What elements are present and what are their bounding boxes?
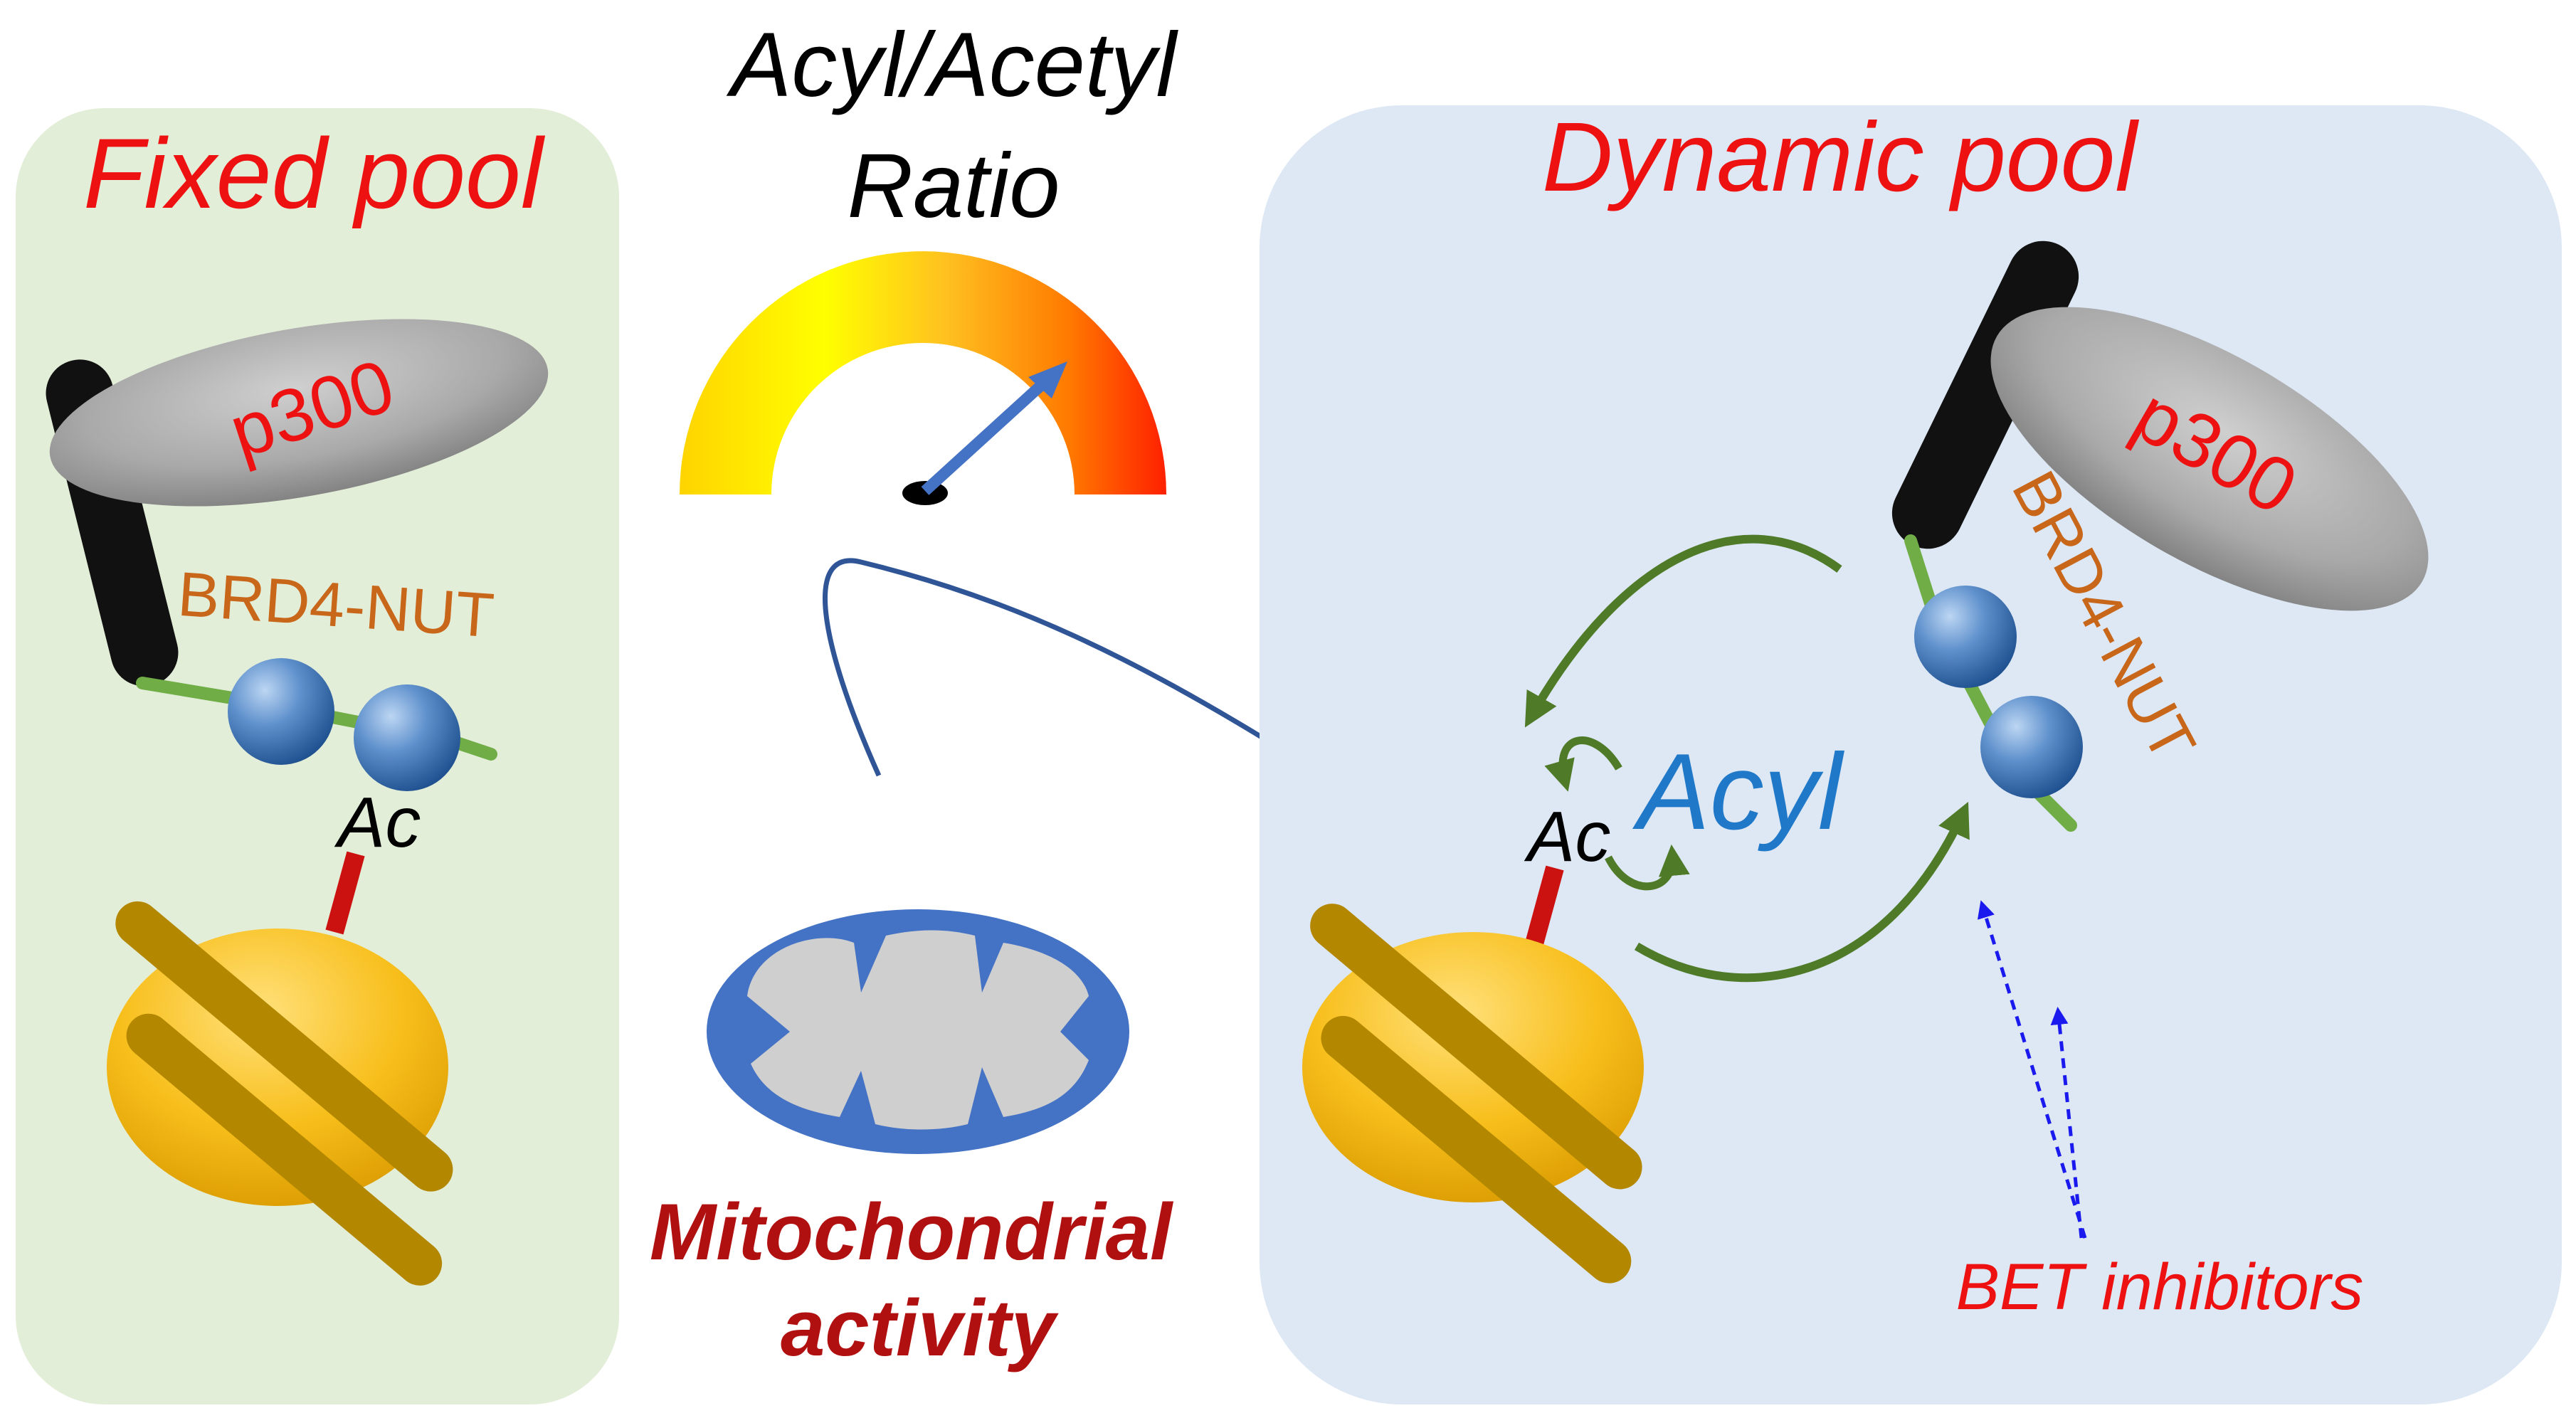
fixed-dna-band-2 xyxy=(126,1013,443,1286)
dynamic-dna-band-1 xyxy=(1310,904,1642,1190)
mito-label-line1: Mitochondrial xyxy=(650,1187,1174,1276)
fixed-pool-background xyxy=(16,108,619,1404)
ratio-title-line1: Acyl/Acetyl xyxy=(726,14,1179,116)
ratio-gauge xyxy=(680,251,1166,494)
inhibitor-arrow-2 xyxy=(2050,1007,2084,1239)
exchange-arrow-top xyxy=(1524,534,1842,728)
swap-arrow-lower xyxy=(1605,844,1690,891)
mito-label-line2: activity xyxy=(781,1284,1059,1372)
dynamic-bromodomain-1 xyxy=(1914,586,2017,688)
exchange-arrow-bottom xyxy=(1634,801,1970,983)
dynamic-bromodomain-2 xyxy=(1980,696,2083,798)
fixed-bromodomain-1 xyxy=(228,658,334,765)
dynamic-dna-band-2 xyxy=(1321,1015,1632,1284)
fixed-acetyl-stick xyxy=(325,851,365,935)
gauge-needle-tip xyxy=(1028,361,1067,398)
fixed-p300 xyxy=(49,319,549,507)
fixed-ac-label: Ac xyxy=(334,783,421,862)
ratio-title-line2: Ratio xyxy=(848,135,1060,237)
fixed-bromodomain-2 xyxy=(354,684,460,791)
ratio-flow-arrow xyxy=(822,558,1374,807)
fixed-linker xyxy=(136,677,497,761)
dynamic-pool-panel: Dynamic pool p300 BRD4-NUT Acyl Ac BET i… xyxy=(1260,102,2562,1404)
dynamic-acyl-stick xyxy=(1524,865,1564,949)
bet-inhibitors-label: BET inhibitors xyxy=(1956,1251,2364,1323)
dynamic-acyl-label: Acyl xyxy=(1632,731,1844,852)
center-section: Acyl/Acetyl Ratio Mitochondrial activity xyxy=(650,14,1374,1372)
dynamic-p300 xyxy=(1990,307,2429,611)
dynamic-pool-background xyxy=(1260,105,2562,1404)
fixed-pool-panel: Fixed pool p300 BRD4-NUT Ac xyxy=(16,108,619,1404)
fixed-dna-band-1 xyxy=(115,901,453,1192)
gauge-needle xyxy=(921,371,1056,495)
inhibitor-arrow-1 xyxy=(1977,900,2087,1239)
mitochondrion-icon xyxy=(707,909,1129,1154)
swap-arrow-upper xyxy=(1544,736,1622,792)
dynamic-pool-title: Dynamic pool xyxy=(1542,102,2139,212)
dynamic-ac-label: Ac xyxy=(1524,797,1611,877)
fixed-pool-title: Fixed pool xyxy=(83,117,546,229)
